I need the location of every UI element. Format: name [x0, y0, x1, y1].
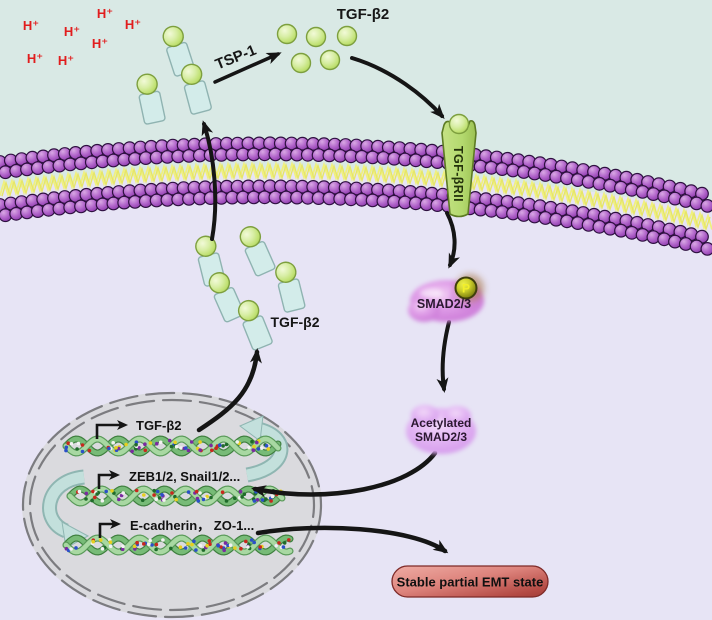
nucleoplasm [22, 392, 322, 618]
h-ion-label: H⁺ [58, 53, 74, 68]
lipid-tails [1, 162, 711, 232]
phosphate-label: P [462, 282, 470, 296]
emt-state-pill: Stable partial EMT state [391, 565, 549, 598]
nuclear-envelope-outer [21, 391, 323, 619]
h-ion-label: H⁺ [125, 17, 141, 32]
free-tgfb2-ligand [305, 26, 327, 48]
receptor-label: TGF-βRII [451, 146, 465, 202]
free-tgfb2-ligand [336, 25, 358, 47]
gene-label-zeb-snail: ZEB1/2, Snail1/2... [129, 469, 240, 484]
tgfbr2-receptor: TGF-βRII [441, 113, 477, 218]
smad-highlight [420, 288, 442, 298]
smad23-blob: P SMAD2/3 [408, 274, 484, 322]
arrow-genes-to-emt-state [255, 525, 449, 554]
tgfb2-extracellular-label: TGF-β2 [337, 6, 390, 23]
h-ion-label: H⁺ [92, 36, 108, 51]
tgfb2-ligand [275, 261, 297, 283]
h-ion-label: H⁺ [97, 6, 113, 21]
dna-helix-row [66, 485, 286, 507]
free-tgfb2-ligand [319, 49, 341, 71]
tgfb2-ligand [180, 63, 203, 86]
arrow-tsp1-activation [213, 52, 282, 84]
gene-promoter-arrow-tgfb2 [95, 420, 128, 439]
acetylated-label-line1: Acetylated [411, 416, 472, 430]
tgfb2-ligand [136, 73, 158, 95]
arrow-ligand-to-receptor [350, 56, 445, 119]
latent-tgfb2-complex [239, 226, 276, 277]
acetylated-smad23-blob: Acetylated SMAD2/3 [406, 405, 476, 454]
free-tgfb2-ligand [276, 23, 298, 45]
tgfb2-ligand [208, 272, 231, 294]
arrow-tgfb2-gene-to-cytoplasm [196, 348, 262, 433]
receptor-bound-ligand [448, 113, 470, 135]
tgfb2-ligand [162, 25, 184, 48]
dna-helix-row [62, 534, 294, 556]
receptor-body [441, 120, 477, 218]
dna-helix-row [62, 435, 282, 457]
h-ion-label: H⁺ [27, 51, 43, 66]
free-tgfb2-ligand [290, 52, 312, 74]
lipid-tails [0, 160, 712, 231]
latent-tgfb2-complex [180, 63, 212, 115]
dna-helices [62, 435, 294, 556]
arrow-receptor-to-smad [445, 211, 460, 269]
nuclear-envelope-inner [28, 398, 316, 612]
arrow-smad-to-acetylated [436, 320, 451, 393]
latent-tgfb2-complex [237, 299, 273, 351]
latent-tgfb2-complex [208, 272, 245, 323]
phosphate-badge [454, 276, 478, 300]
smad23-label: SMAD2/3 [417, 297, 471, 311]
gene-promoter-arrow-zeb-snail [97, 470, 120, 489]
tgfb2-cytoplasm-label: TGF-β2 [271, 314, 320, 330]
tgfb2-ligand [237, 299, 260, 322]
gene-promoter-arrow-ecadherin [98, 519, 121, 538]
emt-state-label: Stable partial EMT state [397, 575, 544, 590]
lipid-head [700, 199, 712, 213]
molecule-layer: H⁺ H⁺ H⁺ H⁺ H⁺ H⁺ H⁺ [23, 6, 358, 351]
arrow-acetylated-to-zeb-gene [251, 450, 438, 498]
nucleus: TGF-β2 ZEB1/2, Snail1/2... E-cadherin， Z… [21, 391, 323, 619]
gene-label-tgfb2: TGF-β2 [136, 418, 182, 433]
h-ion-label: H⁺ [23, 18, 39, 33]
gene-label-ecadherin-zo1: E-cadherin， ZO-1... [130, 518, 254, 533]
plasma-membrane [0, 136, 712, 256]
latent-tgfb2-complex [275, 261, 306, 313]
h-ion-label: H⁺ [64, 24, 80, 39]
latent-tgfb2-complex [136, 73, 166, 125]
acetylated-label-line2: SMAD2/3 [415, 430, 467, 444]
tgfb2-ligand [239, 226, 262, 248]
lipid-head [700, 242, 712, 256]
tgfb2-ligand [195, 235, 217, 257]
arrow-secretion-through-membrane [201, 120, 218, 241]
teal-cycle-arrow-right [239, 415, 289, 483]
